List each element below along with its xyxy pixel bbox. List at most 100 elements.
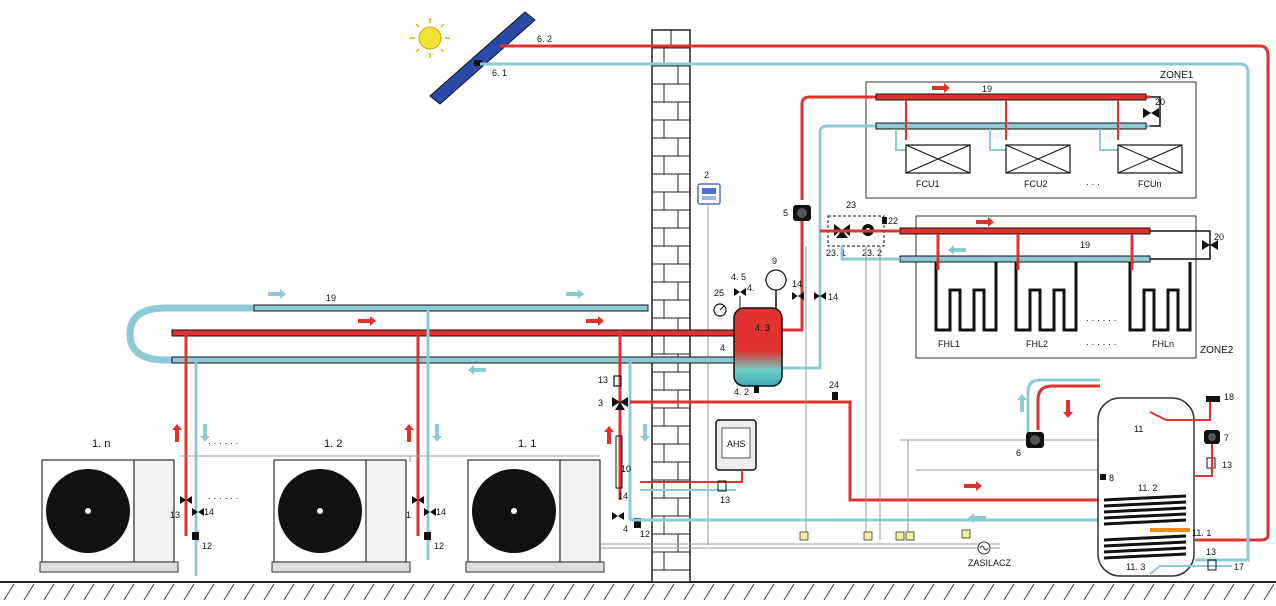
circulation-pump-5-icon: [793, 205, 811, 221]
solar-return-label: 6. 1: [492, 68, 507, 78]
dhw-up-arrow: [1017, 394, 1027, 412]
tank-7-label: 7: [1224, 433, 1229, 443]
mixing-group-label: 23: [846, 200, 856, 210]
u2-12-label: 12: [434, 541, 444, 551]
tank-13b-label: 13: [1206, 547, 1216, 557]
mixing-tap-18-icon: [1206, 396, 1220, 402]
zasilacz-label: ZASILACZ: [968, 558, 1012, 568]
u2-1-label: 1: [406, 510, 411, 520]
tank-8-label: 8: [1109, 473, 1114, 483]
pressure-gauge-25-icon: [713, 303, 727, 317]
solar-supply-pipe: [500, 44, 1270, 542]
valve-4-top-label: 4.: [747, 283, 755, 293]
solar-supply-label: 6. 2: [537, 34, 552, 44]
outdoor-unit-1n: [39, 459, 179, 573]
dhw-down-arrow: [1063, 400, 1073, 418]
zone2-valve-label: 20: [1214, 232, 1224, 242]
dots-b: · · · · · ·: [208, 493, 239, 503]
zone1-return-pipe: [818, 124, 1150, 310]
temp-sensor-22-label: 22: [888, 216, 898, 226]
fcu2-label: FCU2: [1024, 179, 1048, 189]
tank-11-label: 11: [1134, 424, 1143, 434]
unit11-supply-arrow: [604, 426, 614, 444]
unit-12-label: 1. 2: [324, 438, 342, 450]
ahs-13-label: 13: [720, 495, 730, 505]
unit1n-valves-icon: [180, 496, 204, 540]
main-header-label: 19: [326, 293, 336, 303]
buffer-4-label: 4: [720, 343, 725, 353]
u1-13-label: 13: [170, 510, 180, 520]
tank-18-label: 18: [1224, 392, 1234, 402]
zone2-label: ZONE2: [1200, 345, 1234, 356]
tank-sensor-8-icon: [1100, 474, 1106, 480]
valve-12c-label: 12: [640, 529, 650, 539]
controller-label: 2: [704, 170, 709, 180]
ground: [0, 581, 1276, 601]
buffer-43-label: 4. 3: [755, 323, 770, 333]
unit12-supply-arrow: [404, 424, 414, 442]
mixing-valve-label: 23. 1: [826, 248, 846, 258]
valve-14c-label: 14: [618, 491, 628, 501]
brick-wall: [651, 29, 691, 583]
tank-111-label: 11. 1: [1192, 528, 1211, 538]
unit-11-label: 1. 1: [518, 438, 536, 450]
fcun-label: FCUn: [1138, 179, 1162, 189]
u1-12-label: 12: [202, 541, 212, 551]
pump5-label: 5: [783, 208, 788, 218]
zone1-header-label: 19: [982, 84, 992, 94]
zone1-flow-arrow: [932, 83, 950, 93]
sensor-24-label: 24: [829, 380, 839, 390]
expansion-vessel-icon: [765, 269, 787, 308]
cold-inlet-check-valve-icon: [1207, 559, 1217, 571]
dhw-pump-6-icon: [1026, 432, 1044, 448]
dhw-supply-arrow: [964, 481, 982, 491]
buffer-42-label: 4. 2: [734, 387, 749, 397]
buffer-tank: [733, 307, 783, 387]
zone2-box: [915, 215, 1197, 359]
solar-return-pipe: [480, 62, 1250, 562]
filter-10-label: 10: [621, 464, 631, 474]
main-supply-arrow-1: [358, 316, 376, 326]
zone1-label: ZONE1: [1160, 70, 1194, 81]
recirculation-pump-7-icon: [1204, 430, 1220, 444]
temp-sensor-22-icon: [882, 217, 887, 224]
power-supply-icon: [977, 541, 991, 555]
zone2-bypass-valve-icon: [1202, 240, 1218, 250]
tank-112-label: 11. 2: [1138, 483, 1157, 493]
unit-1n-label: 1. n: [92, 438, 110, 450]
unit11-valves-icon: [612, 512, 641, 528]
fhln-label: FHLn: [1152, 339, 1174, 349]
tank-13-label: 13: [1222, 460, 1232, 470]
floor-heating-loop-2: [1014, 234, 1078, 332]
fcu-dots: · · ·: [1086, 179, 1100, 189]
air-vent-valve-icon: [734, 288, 746, 308]
fhl-dots-bottom: · · · · · ·: [1086, 339, 1117, 349]
electric-heater-11-1: [1150, 528, 1190, 532]
main-return-loop-pipe: [126, 304, 734, 364]
sensor-24-icon: [832, 392, 838, 400]
fhl1-label: FHL1: [938, 339, 960, 349]
fcu1-unit: [895, 100, 971, 174]
tank-17-label: 17: [1234, 562, 1244, 572]
unit12-return-arrow: [432, 424, 442, 442]
exp-vessel-label: 9: [772, 256, 777, 266]
valve-13-label: 13: [598, 375, 608, 385]
unit12-valves-icon: [412, 496, 436, 540]
gauge-25-label: 25: [714, 288, 724, 298]
check-valve-13-icon: [613, 375, 622, 387]
dhw-coil-upper: [1103, 494, 1187, 526]
valve-14a-label: 14: [792, 279, 802, 289]
tank-113-label: 11. 3: [1126, 562, 1145, 572]
fcu1-label: FCU1: [916, 179, 940, 189]
unit11-return-arrow: [640, 424, 650, 442]
floor-heating-loop-1: [934, 234, 998, 332]
ahs-check-valve-icon: [717, 480, 727, 492]
main-return-arrow-3: [468, 365, 486, 375]
filter-10-icon: [615, 435, 623, 489]
unit1n-supply-arrow: [172, 424, 182, 442]
dhw-return-arrow: [968, 513, 986, 523]
zone2-return-arrow: [948, 245, 966, 255]
pump6-label: 6: [1016, 448, 1021, 458]
outdoor-unit-12: [271, 459, 411, 573]
